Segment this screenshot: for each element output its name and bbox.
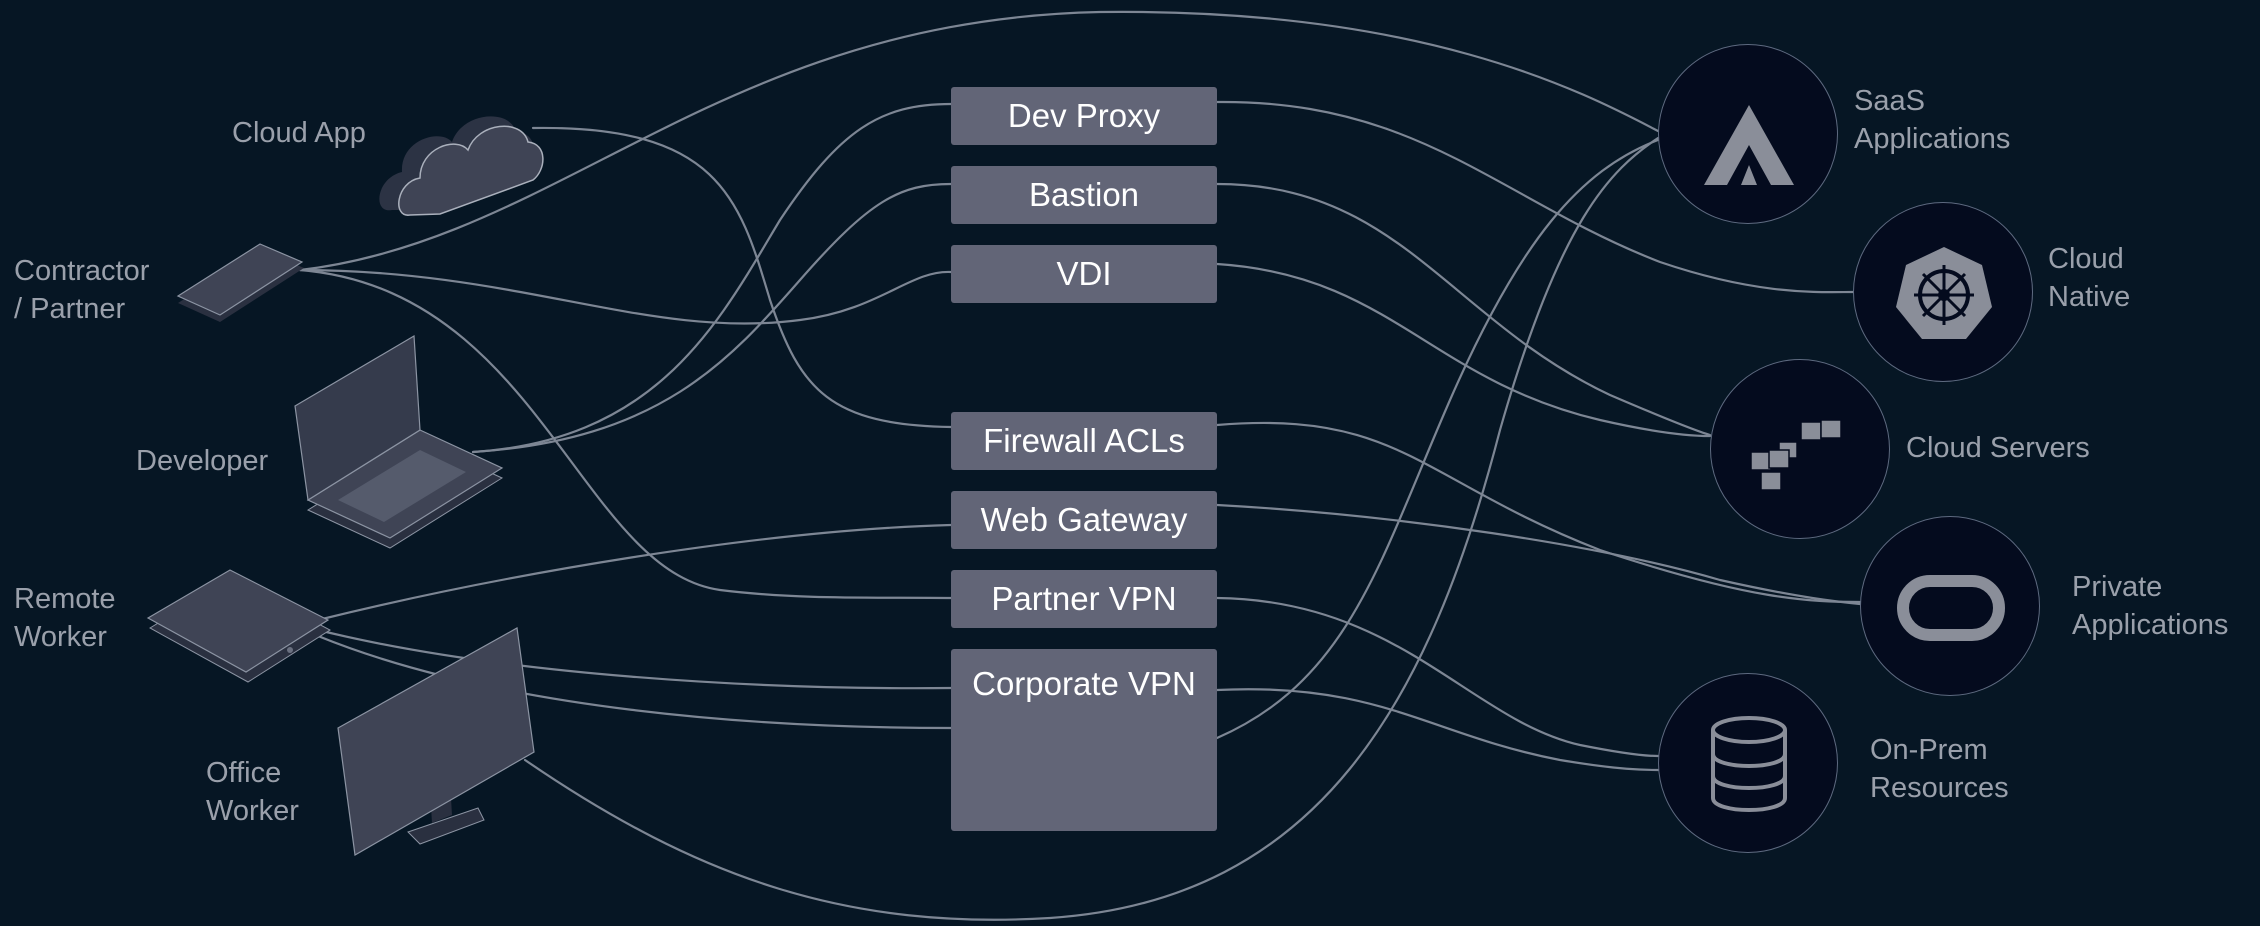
link-office-onprem xyxy=(523,136,1660,921)
link-firewall-private xyxy=(1215,421,1862,604)
resource-saas[interactable] xyxy=(1658,44,1838,224)
link-partnervpn-onprem xyxy=(1215,596,1660,758)
gateway-firewall-acls[interactable]: Firewall ACLs xyxy=(951,412,1217,470)
gateway-vdi[interactable]: VDI xyxy=(951,245,1217,303)
link-bastion-cloudservers xyxy=(1215,182,1712,437)
link-contractor-vdi xyxy=(298,268,953,325)
gateway-web-gateway[interactable]: Web Gateway xyxy=(951,491,1217,549)
resource-cloud-servers[interactable] xyxy=(1710,359,1890,539)
database-icon xyxy=(1711,716,1787,812)
resource-private-applications[interactable] xyxy=(1860,516,2040,696)
resource-label-private-applications: Private Applications xyxy=(2072,571,2229,641)
resource-label-cloud-native: Cloud Native xyxy=(2048,243,2131,313)
gateway-corporate-vpn[interactable]: Corporate VPN xyxy=(951,649,1217,831)
gateway-partner-vpn[interactable]: Partner VPN xyxy=(951,570,1217,628)
kubernetes-helm-icon xyxy=(1896,247,1992,339)
gateway-dev-proxy[interactable]: Dev Proxy xyxy=(951,87,1217,145)
gateway-bastion[interactable]: Bastion xyxy=(951,166,1217,224)
link-developer-devproxy xyxy=(471,102,953,454)
resource-label-saas: SaaS Applications xyxy=(1854,85,2011,155)
link-corporatevpn-saas xyxy=(1215,138,1660,740)
link-devproxy-cloudnative xyxy=(1215,100,1855,294)
resource-label-cloud-servers: Cloud Servers xyxy=(1906,432,2090,464)
user-label-remote-worker: Remote Worker xyxy=(14,583,116,653)
user-label-developer: Developer xyxy=(136,445,269,477)
user-label-office-worker: Office Worker xyxy=(206,757,299,827)
ring-logo-icon xyxy=(1897,575,2005,641)
link-contractor-partnervpn xyxy=(298,268,953,600)
link-corporatevpn-onprem xyxy=(1215,688,1660,772)
resource-on-prem[interactable] xyxy=(1658,673,1838,853)
link-remote-webgateway xyxy=(316,523,953,622)
user-label-cloud-app: Cloud App xyxy=(232,117,366,149)
resource-cloud-native[interactable] xyxy=(1853,202,2033,382)
resource-label-on-prem: On-Prem Resources xyxy=(1870,734,2009,804)
link-remote-corporatevpn-1 xyxy=(316,628,953,690)
link-cloudapp-firewall xyxy=(531,126,953,429)
link-webgateway-private xyxy=(1215,503,1862,606)
mountain-logo-icon xyxy=(1704,105,1794,185)
link-developer-bastion xyxy=(471,182,953,454)
server-cubes-icon xyxy=(1750,419,1842,491)
link-vdi-cloudservers xyxy=(1215,262,1712,438)
user-label-contractor: Contractor / Partner xyxy=(14,255,150,325)
